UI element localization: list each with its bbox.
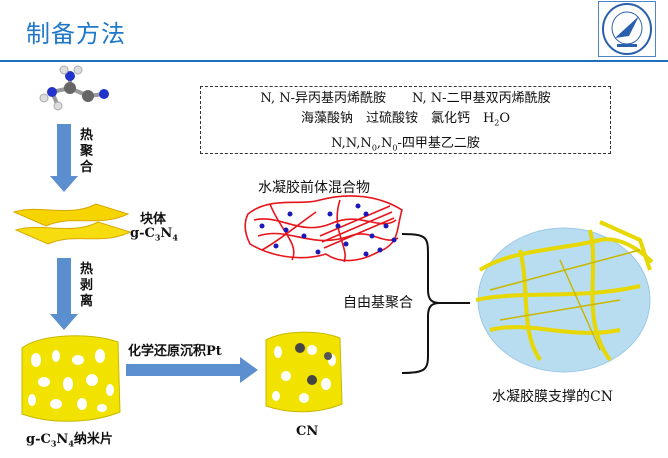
down-arrow-2 [50,258,78,330]
thermal-polymerization-label: 热聚合 [80,128,94,175]
product-label: 水凝胶膜支撑的CN [492,389,613,405]
pt-deposition-label: 化学还原沉积Pt [128,344,222,359]
nanosheet-label: g-C3N4纳米片 [26,428,113,449]
title-divider [0,60,668,62]
precursor-label: 水凝胶前体混合物 [258,180,370,196]
subscript: 4 [68,438,74,449]
melamine-molecule-icon [39,65,109,111]
t: ,N [376,135,393,151]
university-logo [598,1,656,57]
subscript: 0 [392,143,398,153]
reagent-line-1: N, N-异丙基丙烯酰胺 N, N-二甲基双丙烯酰胺 [260,91,551,106]
merge-bracket [401,233,470,374]
t: 纳米片 [73,432,113,447]
subscript: 2 [494,118,500,128]
bulk-label-2: g-C3N4 [130,226,178,243]
radical-polymerization-label: 自由基聚合 [343,295,413,311]
bulk-label-1: 块体 [140,212,167,227]
subscript: 3 [50,438,57,449]
reagent-line-2: 海藻酸钠 过硫酸铵 氯化钙 H2O [201,109,610,134]
precursor-dots [259,203,397,257]
subscript: 3 [154,232,161,243]
hydrogel-supported-cn-icon [475,220,654,373]
t: -四甲基乙二胺 [397,135,480,151]
thermal-exfoliation-label: 热剥离 [80,262,94,309]
logo-emblem-icon [602,3,652,55]
cn-label: CN [296,424,319,439]
reagent-line-2-text: 海藻酸钠 过硫酸铵 氯化钙 H [300,111,495,126]
t: N,N,N [331,135,372,151]
subscript: 0 [371,143,377,153]
cn-pt-sponge-icon [265,331,343,413]
slide-title: 制备方法 [26,20,126,48]
reagent-list-box: N, N-异丙基丙烯酰胺 N, N-二甲基双丙烯酰胺 海藻酸钠 过硫酸铵 氯化钙… [200,86,611,154]
subscript: 4 [172,232,178,243]
bulk-gcn-sheets-icon [12,203,132,245]
t: N [160,226,173,241]
gcn-nanosheet-icon [21,335,121,422]
t: g-C [26,432,51,447]
t: N [56,432,69,447]
down-arrow-1 [50,124,78,192]
precursor-mixture-icon [244,195,403,263]
reagent-line-3: N,N,N0,N0-四甲基乙二胺 [201,134,610,159]
t: g-C [130,226,155,241]
right-arrow [126,357,258,383]
reagent-line-2-suffix: O [499,111,511,126]
